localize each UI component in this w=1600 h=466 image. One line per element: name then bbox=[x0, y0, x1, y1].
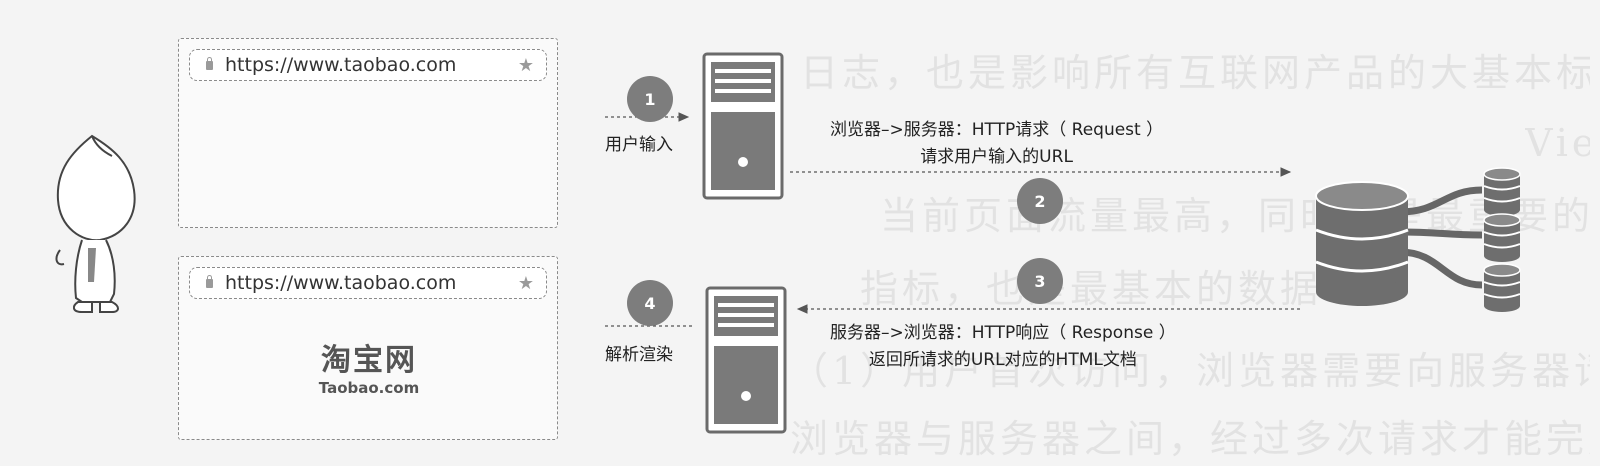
response-caption-line-2: 返回所请求的URL对应的HTML文档 bbox=[868, 350, 1137, 370]
db-connector-top bbox=[1399, 186, 1483, 216]
server-icon-bottom bbox=[705, 286, 787, 434]
address-bar[interactable]: https://www.taobao.com ★ bbox=[189, 49, 547, 81]
request-caption-line-1: 浏览器–>服务器：HTTP请求（ Request ） bbox=[830, 120, 1164, 140]
step-2-badge: 2 bbox=[1017, 178, 1063, 224]
browser-window-bottom: https://www.taobao.com ★ 淘宝网 Taobao.com bbox=[178, 256, 558, 440]
background-text-line-2: View，PV），同时是Page Visits，它在计算中使用的流量的 bbox=[1525, 121, 1590, 165]
database-icon-main bbox=[1315, 181, 1409, 306]
user-input-label: 用户输入 bbox=[605, 135, 673, 155]
background-text-line-4: 指标，也是最基本的数据 bbox=[860, 267, 1323, 311]
lock-icon bbox=[206, 274, 213, 288]
parse-render-label: 解析渲染 bbox=[605, 345, 673, 365]
url-text: https://www.taobao.com bbox=[225, 54, 457, 76]
step-1-badge: 1 bbox=[627, 76, 673, 122]
server-icon-top bbox=[702, 52, 784, 200]
user-character-icon bbox=[55, 134, 136, 313]
background-text-line-1: 日志，也是影响所有互联网产品的大基本标准（PV，Page bbox=[800, 51, 1590, 95]
logo-chinese-text: 淘宝网 bbox=[321, 343, 417, 378]
step-3-badge: 3 bbox=[1017, 258, 1063, 304]
database-icon-small-bottom bbox=[1483, 263, 1521, 312]
background-text-line-3: 当前页面流量最高，同时也是最重要的浏览行为分析 bbox=[880, 194, 1590, 238]
lock-icon bbox=[206, 56, 213, 70]
step-4-badge: 4 bbox=[627, 280, 673, 326]
star-icon[interactable]: ★ bbox=[517, 272, 534, 294]
db-connector-mid bbox=[1399, 228, 1483, 239]
request-caption: 浏览器–>服务器：HTTP请求（ Request ） 请求用户输入的URL bbox=[830, 115, 1163, 167]
star-icon[interactable]: ★ bbox=[517, 54, 534, 76]
database-icon-small-middle bbox=[1483, 213, 1521, 262]
url-text: https://www.taobao.com bbox=[225, 272, 457, 294]
response-caption: 服务器–>浏览器：HTTP响应（ Response ） 返回所请求的URL对应的… bbox=[830, 318, 1176, 370]
background-text-line-6: 浏览器与服务器之间，经过多次请求才能完成整个流程访问 bbox=[790, 417, 1590, 461]
logo-english-text: Taobao.com bbox=[318, 379, 420, 397]
response-caption-line-1: 服务器–>浏览器：HTTP响应（ Response ） bbox=[830, 323, 1176, 343]
background-text-line-5: （1）用户首次访问，浏览器需要向服务器请求数据，打开网页 bbox=[790, 349, 1590, 393]
request-caption-line-2: 请求用户输入的URL bbox=[920, 147, 1073, 167]
address-bar[interactable]: https://www.taobao.com ★ bbox=[189, 267, 547, 299]
browser-window-top: https://www.taobao.com ★ bbox=[178, 38, 558, 228]
database-icon-small-top bbox=[1483, 167, 1521, 216]
db-connector-bottom bbox=[1399, 248, 1483, 289]
taobao-logo: 淘宝网 Taobao.com bbox=[299, 335, 439, 397]
